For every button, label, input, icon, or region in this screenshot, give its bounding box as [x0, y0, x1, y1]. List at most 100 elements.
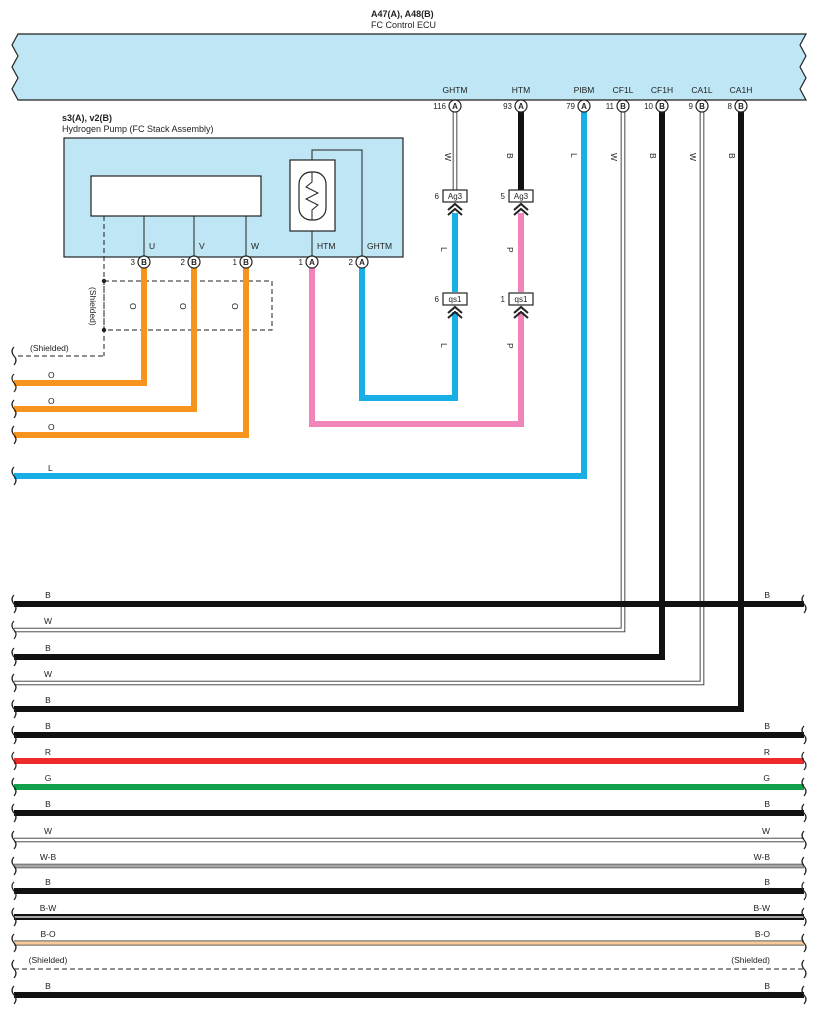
ecu-pin-0-letter: A: [452, 102, 458, 111]
bus-wire-label-right-0: B: [764, 590, 770, 600]
bus-break-left-6: [11, 751, 17, 771]
pump-pin-name-0: U: [149, 241, 155, 251]
bus-break-left-12: [11, 907, 17, 927]
ecu-pin-name-2: PIBM: [574, 85, 595, 95]
pump-motor-block: [90, 175, 262, 217]
ecu-pin-6-circle: [734, 99, 748, 113]
bus-break-left-10: [11, 856, 17, 876]
bus-wire-label-left-6: R: [45, 747, 51, 757]
bus-wire-label-left-13: B-O: [40, 929, 56, 939]
bus-break-right-13: [801, 933, 807, 953]
connector-2-box: [442, 292, 468, 306]
shield-wire-label-0: O: [128, 303, 138, 310]
bus-wire-label-left-4: B: [45, 695, 51, 705]
wire-ca1h-b: [14, 112, 744, 712]
wire-label-pibm: L: [569, 153, 579, 158]
pump-pin-name-1: V: [199, 241, 205, 251]
upper-wire-label-0: (Shielded): [30, 343, 69, 353]
ecu-pin-num-3: 11: [606, 102, 615, 111]
pump-code: s3(A), v2(B): [62, 113, 112, 123]
bus-wire-label-right-9: W: [762, 826, 770, 836]
bus-wire-label-right-15: B: [764, 981, 770, 991]
wire-motor-0: [14, 266, 147, 386]
shield-box-label: (Shielded): [88, 287, 98, 326]
pump-pin-4-circle: [355, 255, 369, 269]
connector-1-label: Ag3: [514, 192, 529, 201]
ecu-pin-6-letter: B: [738, 102, 744, 111]
upper-wire-label-4: L: [48, 463, 53, 473]
shield-wire-label-2: O: [230, 303, 240, 310]
bus-wire-label-right-11: B: [764, 877, 770, 887]
ecu-name: FC Control ECU: [371, 20, 436, 30]
connector-0-box: [442, 189, 468, 203]
ecu-pin-num-4: 10: [644, 102, 653, 111]
wire-label-htm: B: [505, 153, 515, 159]
pump-pin-name-3: HTM: [317, 241, 335, 251]
ecu-pin-name-5: CA1L: [691, 85, 713, 95]
bus-wire-label-right-6: R: [764, 747, 770, 757]
upper-wire-label-3: O: [48, 422, 55, 432]
wire-pibm-l: [14, 112, 587, 479]
bus-wire-label-left-5: B: [45, 721, 51, 731]
bus-break-left-7: [11, 777, 17, 797]
wire-label-mid-0: L: [439, 247, 449, 252]
bus-wire-label-left-10: W-B: [40, 852, 57, 862]
bus-break-left-13: [11, 933, 17, 953]
connector-2-chevron: [447, 305, 463, 319]
wire-cf1h-b: [14, 112, 665, 660]
bus-wire-label-right-5: B: [764, 721, 770, 731]
upper-wire-break-3: [11, 425, 17, 445]
bus-break-right-0: [801, 594, 807, 614]
ecu-pin-0-circle: [448, 99, 462, 113]
bus-wire-label-right-13: B-O: [755, 929, 771, 939]
pump-pin-2-letter: B: [243, 258, 249, 267]
wire-label-ca1h: B: [727, 153, 737, 159]
bus-break-left-9: [11, 830, 17, 850]
connector-3-label: qs1: [515, 295, 528, 304]
bus-wire-label-left-9: W: [44, 826, 52, 836]
ecu-pin-5-letter: B: [699, 102, 705, 111]
ecu-pin-4-letter: B: [659, 102, 665, 111]
pump-pin-num-2: 1: [233, 258, 238, 267]
ecu-pin-2-letter: A: [581, 102, 587, 111]
pump-pin-num-3: 1: [299, 258, 304, 267]
bus-break-right-11: [801, 881, 807, 901]
pump-pin-num-0: 3: [131, 258, 136, 267]
ecu-code: A47(A), A48(B): [371, 9, 434, 19]
wire-motor-2: [14, 266, 249, 438]
upper-wire-break-4: [11, 466, 17, 486]
wire-label-cf1h: B: [648, 153, 658, 159]
ecu-pin-num-0: 116: [433, 102, 446, 111]
bus-break-left-15: [11, 985, 17, 1005]
bus-break-left-2: [11, 647, 17, 667]
bus-wire-label-left-12: B-W: [40, 903, 57, 913]
upper-wire-label-2: O: [48, 396, 55, 406]
bus-wire-label-right-12: B-W: [753, 903, 770, 913]
bus-break-left-14: [11, 959, 17, 979]
bus-break-right-10: [801, 856, 807, 876]
bus-wire-label-right-14: (Shielded): [731, 955, 770, 965]
pump-pin-1-circle: [187, 255, 201, 269]
pump-pin-3-letter: A: [309, 258, 315, 267]
bus-wire-label-left-15: B: [45, 981, 51, 991]
bus-wire-label-left-8: B: [45, 799, 51, 809]
bus-break-left-1: [11, 620, 17, 640]
ecu-pin-num-5: 9: [689, 102, 694, 111]
wire-label-mid-1: P: [505, 247, 515, 253]
pump-pin-1-letter: B: [191, 258, 197, 267]
wire-label-mid-3: P: [505, 343, 515, 349]
pump-pin-num-1: 2: [181, 258, 186, 267]
bus-break-left-5: [11, 725, 17, 745]
upper-wire-break-0: [11, 346, 17, 366]
ecu-pin-num-6: 8: [728, 102, 733, 111]
wire-label-mid-2: L: [439, 343, 449, 348]
bus-wire-label-left-11: B: [45, 877, 51, 887]
connector-0-chevron: [447, 202, 463, 216]
connector-1-chevron: [513, 202, 529, 216]
pump-pin-2-circle: [239, 255, 253, 269]
wire-ca1l-w: [14, 112, 704, 685]
ecu-pin-5-circle: [695, 99, 709, 113]
ecu-pin-name-3: CF1L: [613, 85, 634, 95]
connector-2-pin: 6: [435, 295, 440, 304]
pump-name: Hydrogen Pump (FC Stack Assembly): [62, 124, 214, 134]
